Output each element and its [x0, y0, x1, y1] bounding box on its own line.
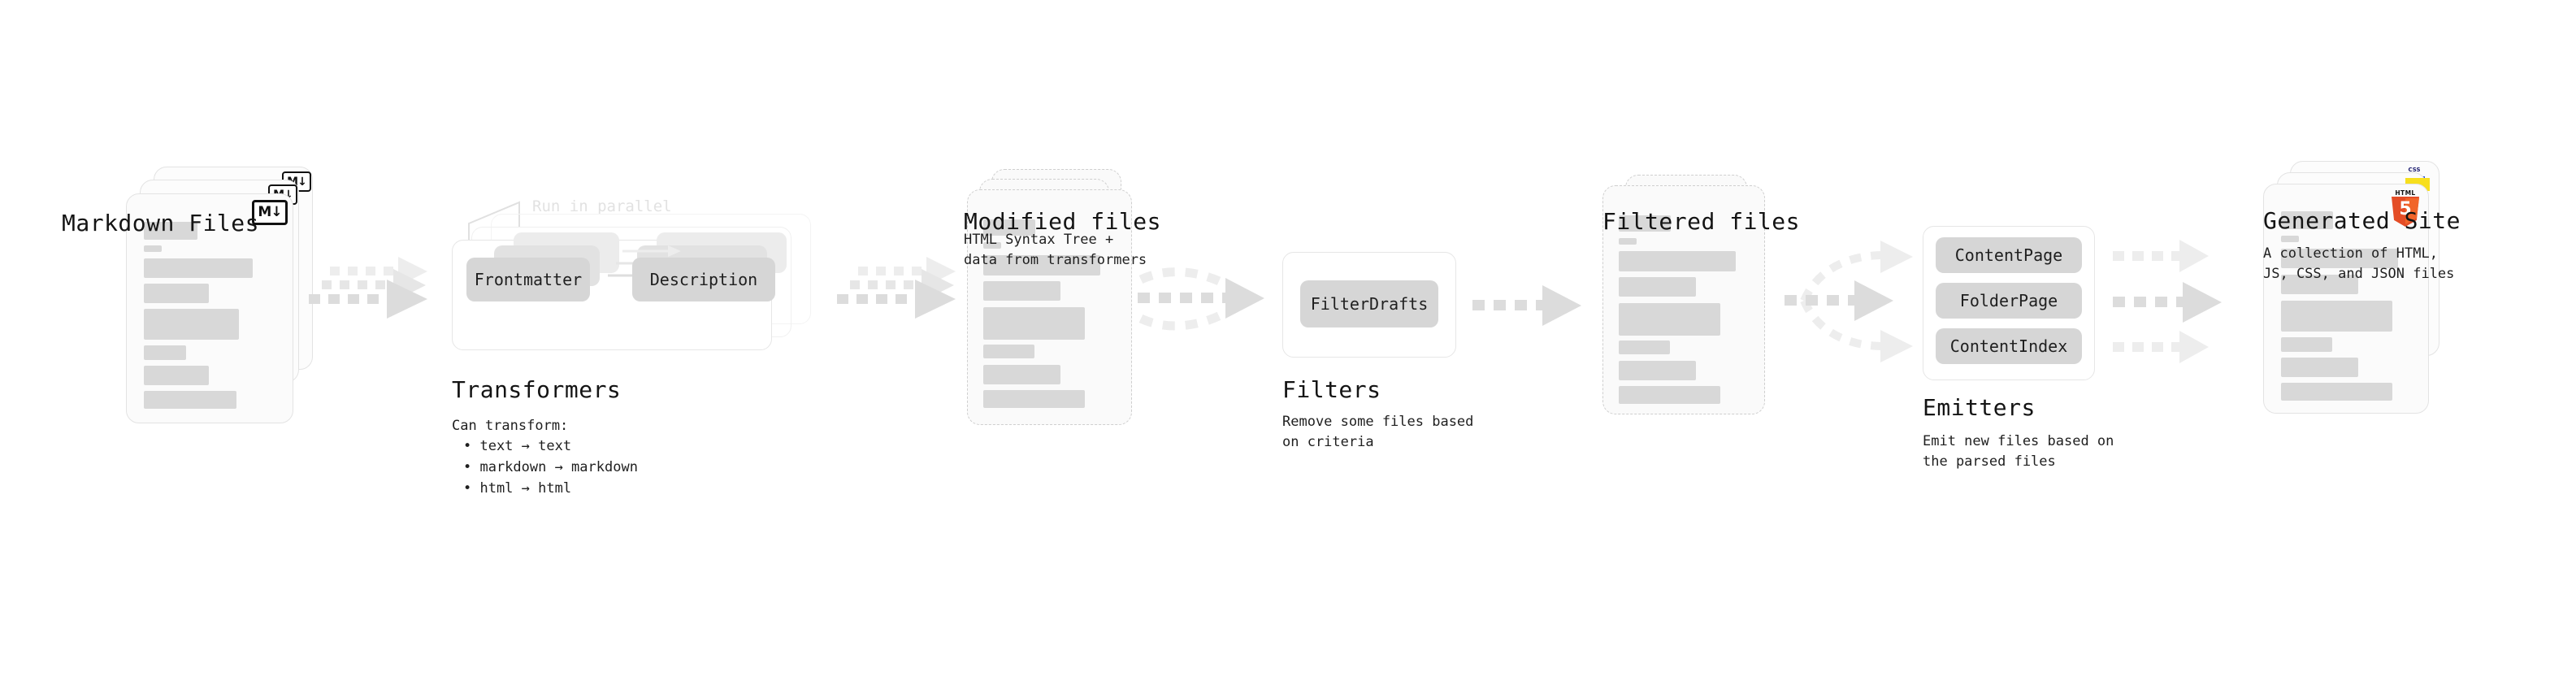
- filters-subtitle: Remove some files based on criteria: [1282, 414, 1474, 450]
- arrow-transformers-to-modified: [837, 257, 967, 333]
- transformer-chip-description[interactable]: Description: [632, 258, 775, 301]
- arrow-modified-to-filters: [1138, 267, 1284, 333]
- transformers-bullet-0: • text → text: [463, 438, 572, 454]
- emitters-chip-contentpage-label: ContentPage: [1954, 245, 2063, 265]
- markdown-badge-front: M↓: [252, 200, 288, 225]
- stage-title-filters: Filters: [1282, 376, 1381, 403]
- transformers-bullet-1: • markdown → markdown: [463, 459, 638, 475]
- stage-title-modified-files: Modified files: [964, 208, 1162, 235]
- emitters-chip-contentindex[interactable]: ContentIndex: [1936, 328, 2082, 364]
- filters-chip-filterdrafts-label: FilterDrafts: [1310, 294, 1429, 314]
- html5-badge-number: 5: [2399, 199, 2412, 219]
- arrow-filters-to-filtered: [1472, 285, 1586, 329]
- transformers-bullet-2: • html → html: [463, 480, 572, 497]
- arrow-markdown-to-transformers: [309, 257, 439, 333]
- modified-files-subtitle: HTML Syntax Tree + data from transformer…: [964, 232, 1147, 268]
- run-in-parallel-label: Run in parallel: [532, 197, 672, 215]
- emitters-chip-folderpage-label: FolderPage: [1959, 291, 2058, 310]
- stage-title-transformers: Transformers: [452, 376, 622, 403]
- arrow-emitters-to-site: [2113, 240, 2267, 363]
- stage-title-markdown-files: Markdown Files: [62, 210, 260, 236]
- stage-title-generated-site: Generated Site: [2263, 207, 2461, 234]
- arrow-filtered-to-emitters: [1785, 241, 1947, 362]
- emitters-subtitle: Emit new files based on the parsed files: [1923, 433, 2114, 470]
- transformer-chip-frontmatter-label: Frontmatter: [474, 270, 583, 289]
- emitters-chip-contentpage[interactable]: ContentPage: [1936, 237, 2082, 273]
- run-in-parallel-callout-line: [467, 197, 557, 254]
- html5-shield-inner: [2405, 198, 2419, 225]
- generated-site-subtitle: A collection of HTML, JS, CSS, and JSON …: [2263, 245, 2455, 282]
- transformer-chip-description-label: Description: [649, 270, 758, 289]
- html5-badge: HTML 5: [2389, 189, 2422, 227]
- html5-badge-word: HTML: [2395, 189, 2416, 197]
- stage-title-filtered-files: Filtered files: [1602, 208, 1801, 235]
- emitters-chip-contentindex-label: ContentIndex: [1949, 336, 2068, 356]
- transformer-chip-frontmatter[interactable]: Frontmatter: [466, 258, 590, 301]
- emitters-chip-folderpage[interactable]: FolderPage: [1936, 283, 2082, 319]
- filters-chip-filterdrafts[interactable]: FilterDrafts: [1300, 280, 1438, 327]
- stage-title-emitters: Emitters: [1923, 394, 2036, 421]
- transformers-subtitle: Can transform:: [452, 418, 569, 434]
